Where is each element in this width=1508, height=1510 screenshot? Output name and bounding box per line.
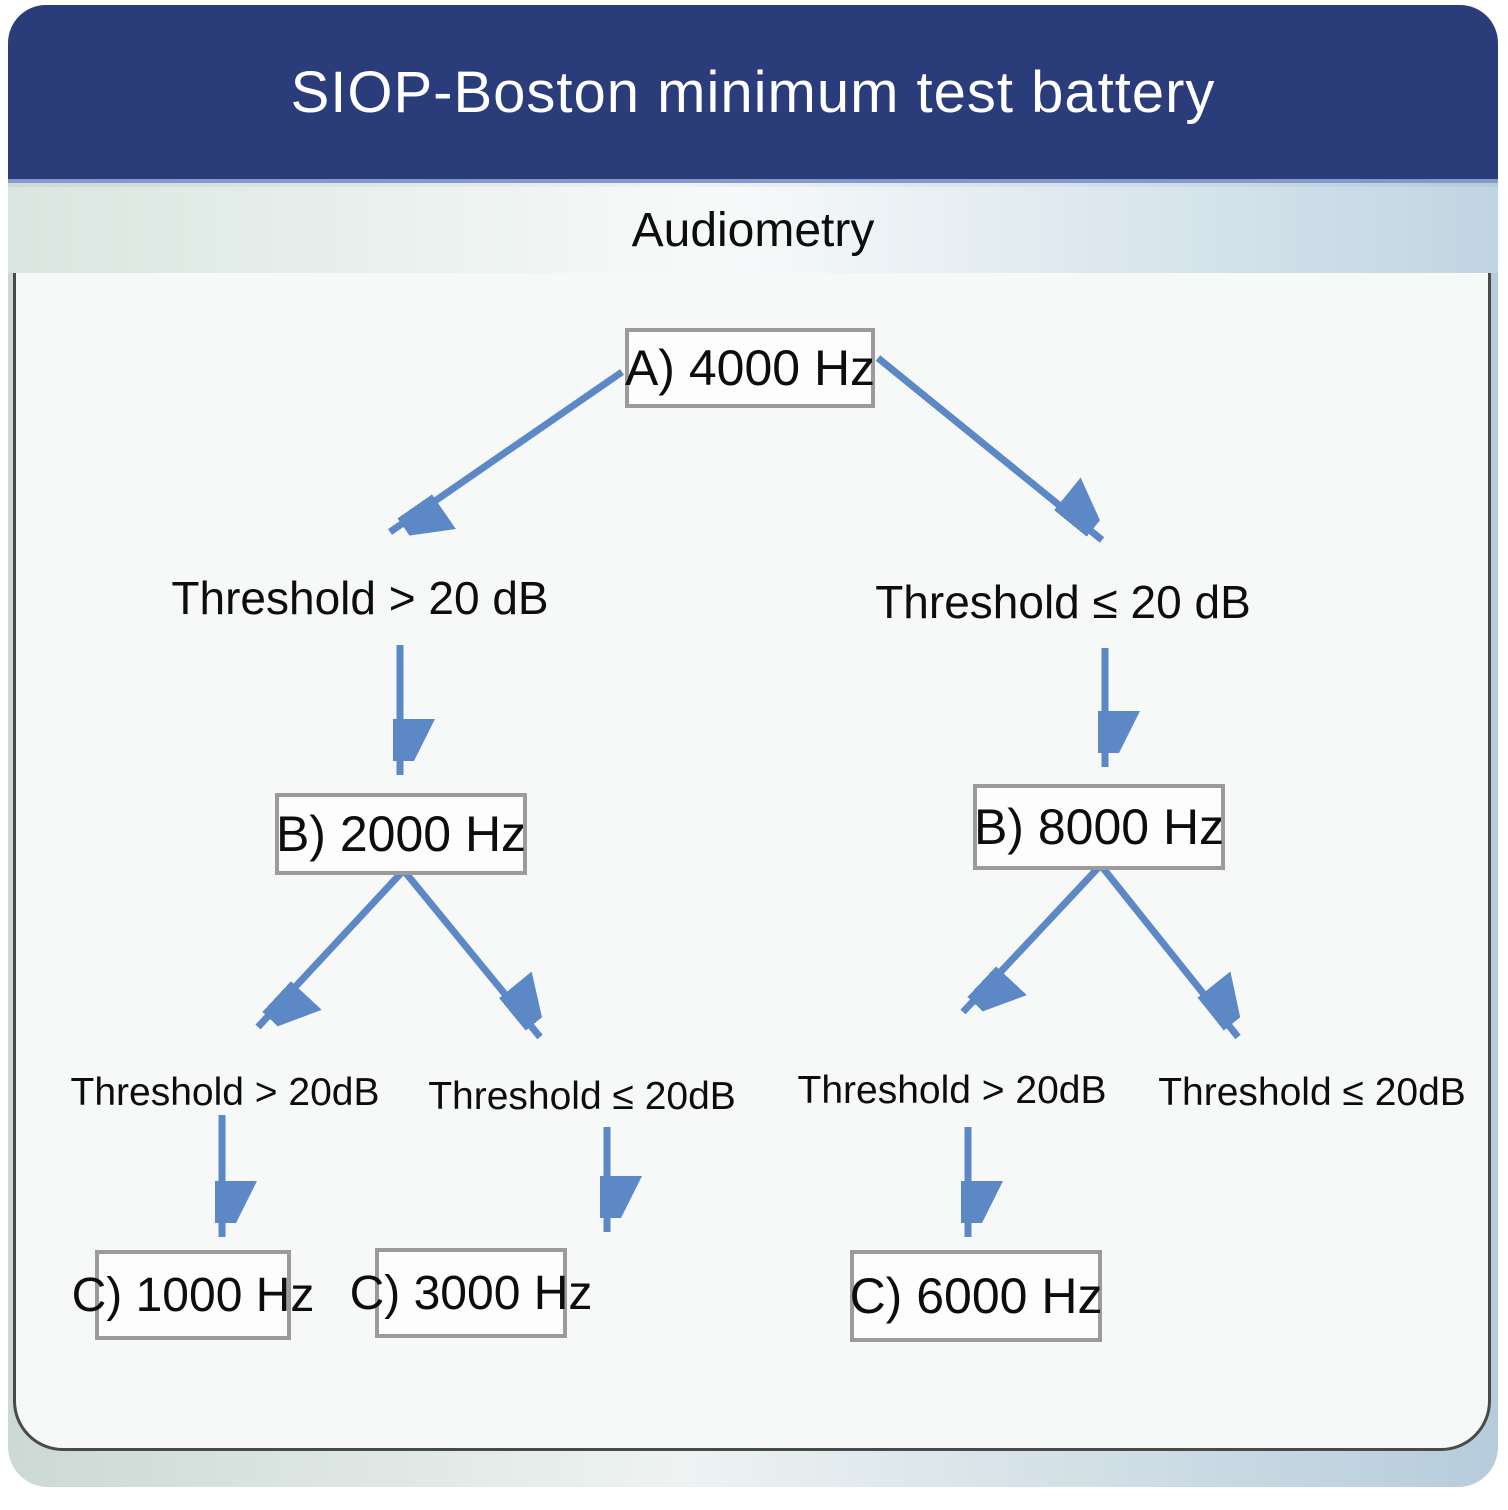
title-bar: SIOP-Boston minimum test battery [8,5,1498,183]
node-c-3000hz: C) 3000 Hz [350,1248,592,1338]
label-leaf-threshold-le-20db-2: Threshold ≤ 20dB [428,1075,736,1118]
arrow-b8000-to-leaf3 [960,865,1101,1012]
figure-card: SIOP-Boston minimum test battery Audiome… [8,5,1498,1487]
label-leaf-threshold-gt-20db-3: Threshold > 20dB [797,1069,1107,1112]
section-title: Audiometry [631,203,875,257]
arrow-a-to-right-branch [875,355,1102,543]
node-c-1000hz: C) 1000 Hz [72,1250,314,1340]
arrow-b2000-to-leaf2 [402,869,540,1040]
arrow-b2000-to-leaf1 [255,869,405,1027]
section-bar: Audiometry [8,187,1498,273]
figure-title: SIOP-Boston minimum test battery [290,59,1216,125]
arrow-b8000-to-leaf4 [1100,865,1238,1040]
label-leaf-threshold-gt-20db-1: Threshold > 20dB [70,1071,380,1114]
flowchart-panel [13,201,1491,1451]
node-a-4000hz: A) 4000 Hz [625,328,875,408]
label-leaf-threshold-le-20db-4: Threshold ≤ 20dB [1158,1071,1466,1114]
flow-arrows [8,355,1498,1237]
label-threshold-le-20db-right: Threshold ≤ 20 dB [875,576,1251,628]
node-b-8000hz: B) 8000 Hz [973,784,1225,870]
node-c-6000hz: C) 6000 Hz [850,1250,1102,1342]
arrow-a-to-left-branch [388,369,624,532]
label-threshold-gt-20db-left: Threshold > 20 dB [171,572,549,624]
node-b-2000hz: B) 2000 Hz [275,793,527,875]
